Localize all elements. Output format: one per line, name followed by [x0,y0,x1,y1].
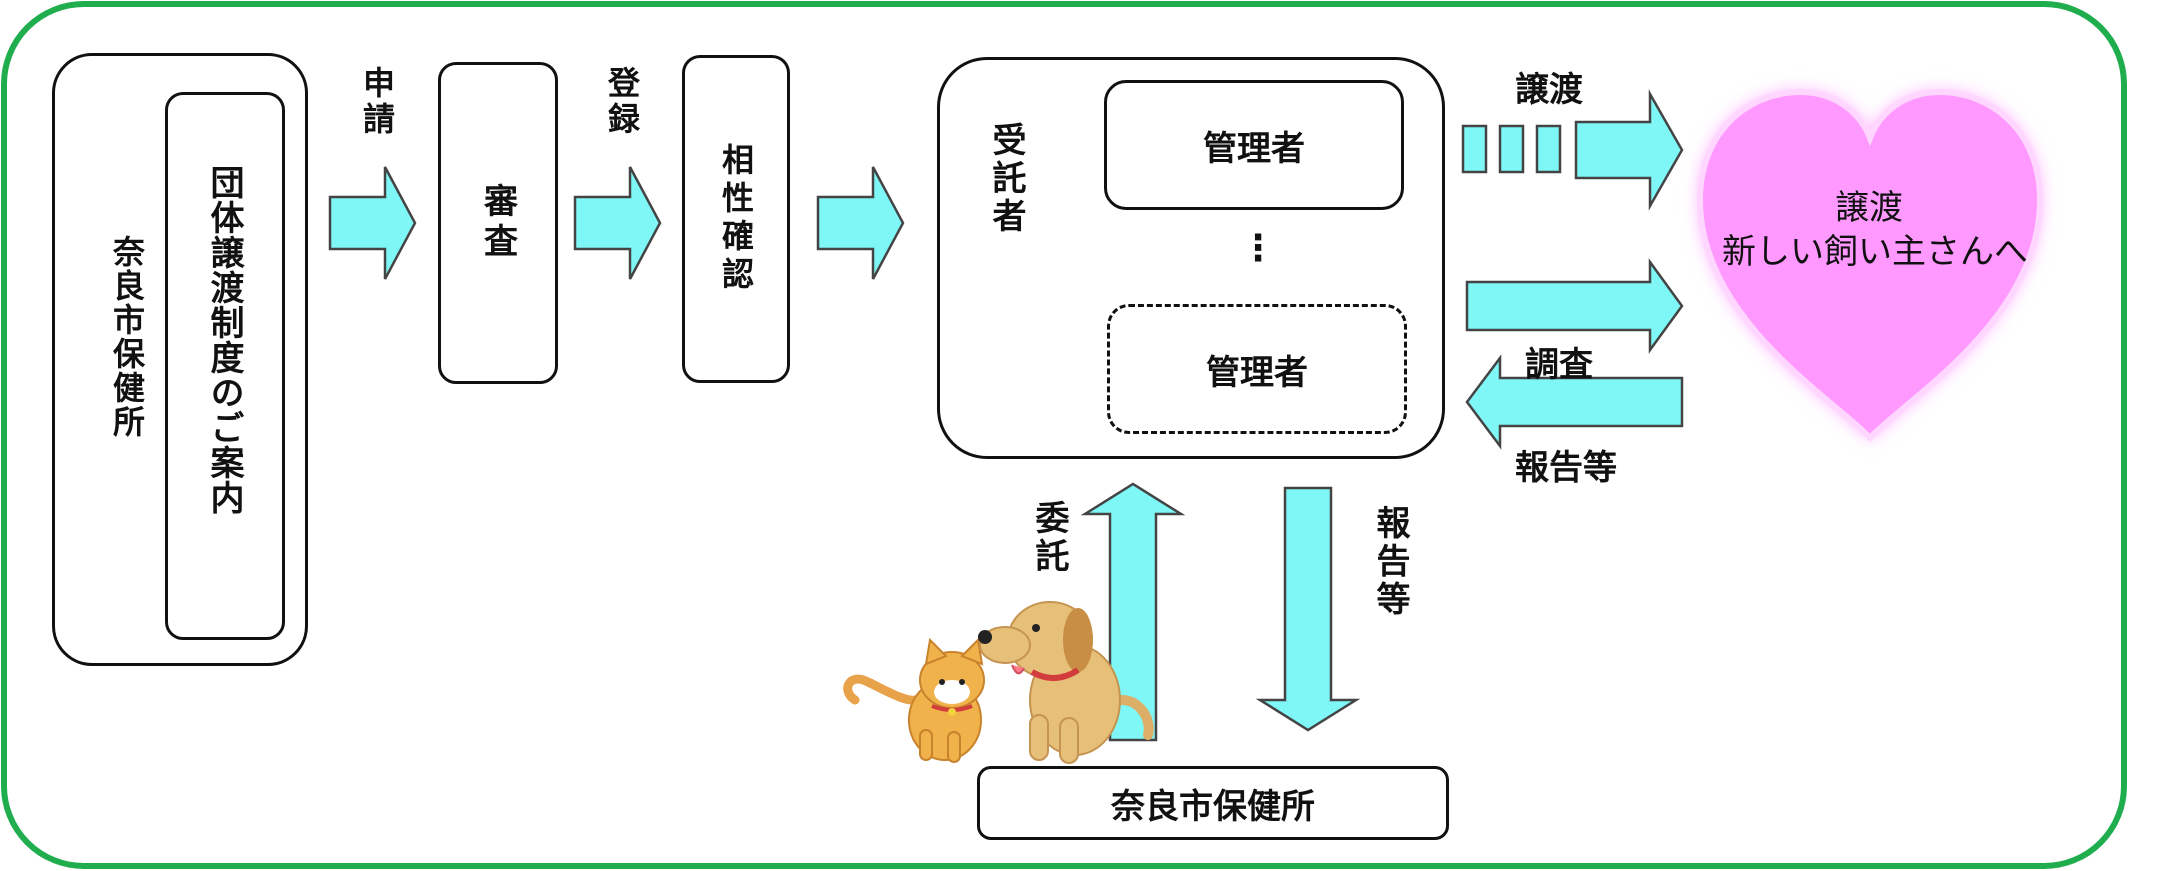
bottom-org-box: 奈良市保健所 [977,766,1449,840]
manager-box-1: 管理者 [1104,80,1404,210]
cat-illustration [843,637,985,763]
bottom-org-label: 奈良市保健所 [1111,786,1315,827]
arrow-transfer [1574,89,1684,211]
left-org-label: 奈良市保健所 [108,235,146,439]
apply-label: 申請 [358,66,396,138]
review-box: 審査 [438,62,558,384]
compat-box: 相性確認 [682,55,790,383]
heart-text-line-1: 譲渡 [1835,188,1903,228]
heart-shape [1696,88,2044,443]
commission-label: 委託 [1029,500,1069,576]
arrow-apply [328,166,417,280]
manager-label-2: 管理者 [1206,352,1308,393]
report-down-label: 報告等 [1370,505,1410,619]
transfer-step-2 [1498,124,1525,174]
arrow-survey [1465,258,1684,354]
contractor-label: 受託者 [986,122,1026,236]
arrow-to-contractor [816,166,905,280]
transfer-label: 譲渡 [1515,70,1583,110]
report-right-label: 報告等 [1515,448,1617,488]
arrow-commission [1080,482,1186,742]
manager-box-2: 管理者 [1107,304,1407,434]
arrow-report-back [1465,354,1684,450]
arrow-register [573,166,662,280]
dog-illustration [978,601,1154,764]
manager-label-1: 管理者 [1203,128,1305,169]
manager-dots: ⋮ [1240,228,1276,269]
guide-box [165,92,285,640]
arrow-report-down [1255,486,1361,732]
heart-text-line-2: 新しい飼い主さんへ [1722,232,2028,272]
review-label: 審査 [477,183,518,263]
compat-label: 相性確認 [717,143,755,295]
register-label: 登録 [603,66,641,138]
guide-label: 団体譲渡制度のご案内 [204,165,244,515]
transfer-step-1 [1461,124,1488,174]
survey-label: 調査 [1525,345,1593,385]
transfer-step-3 [1535,124,1562,174]
